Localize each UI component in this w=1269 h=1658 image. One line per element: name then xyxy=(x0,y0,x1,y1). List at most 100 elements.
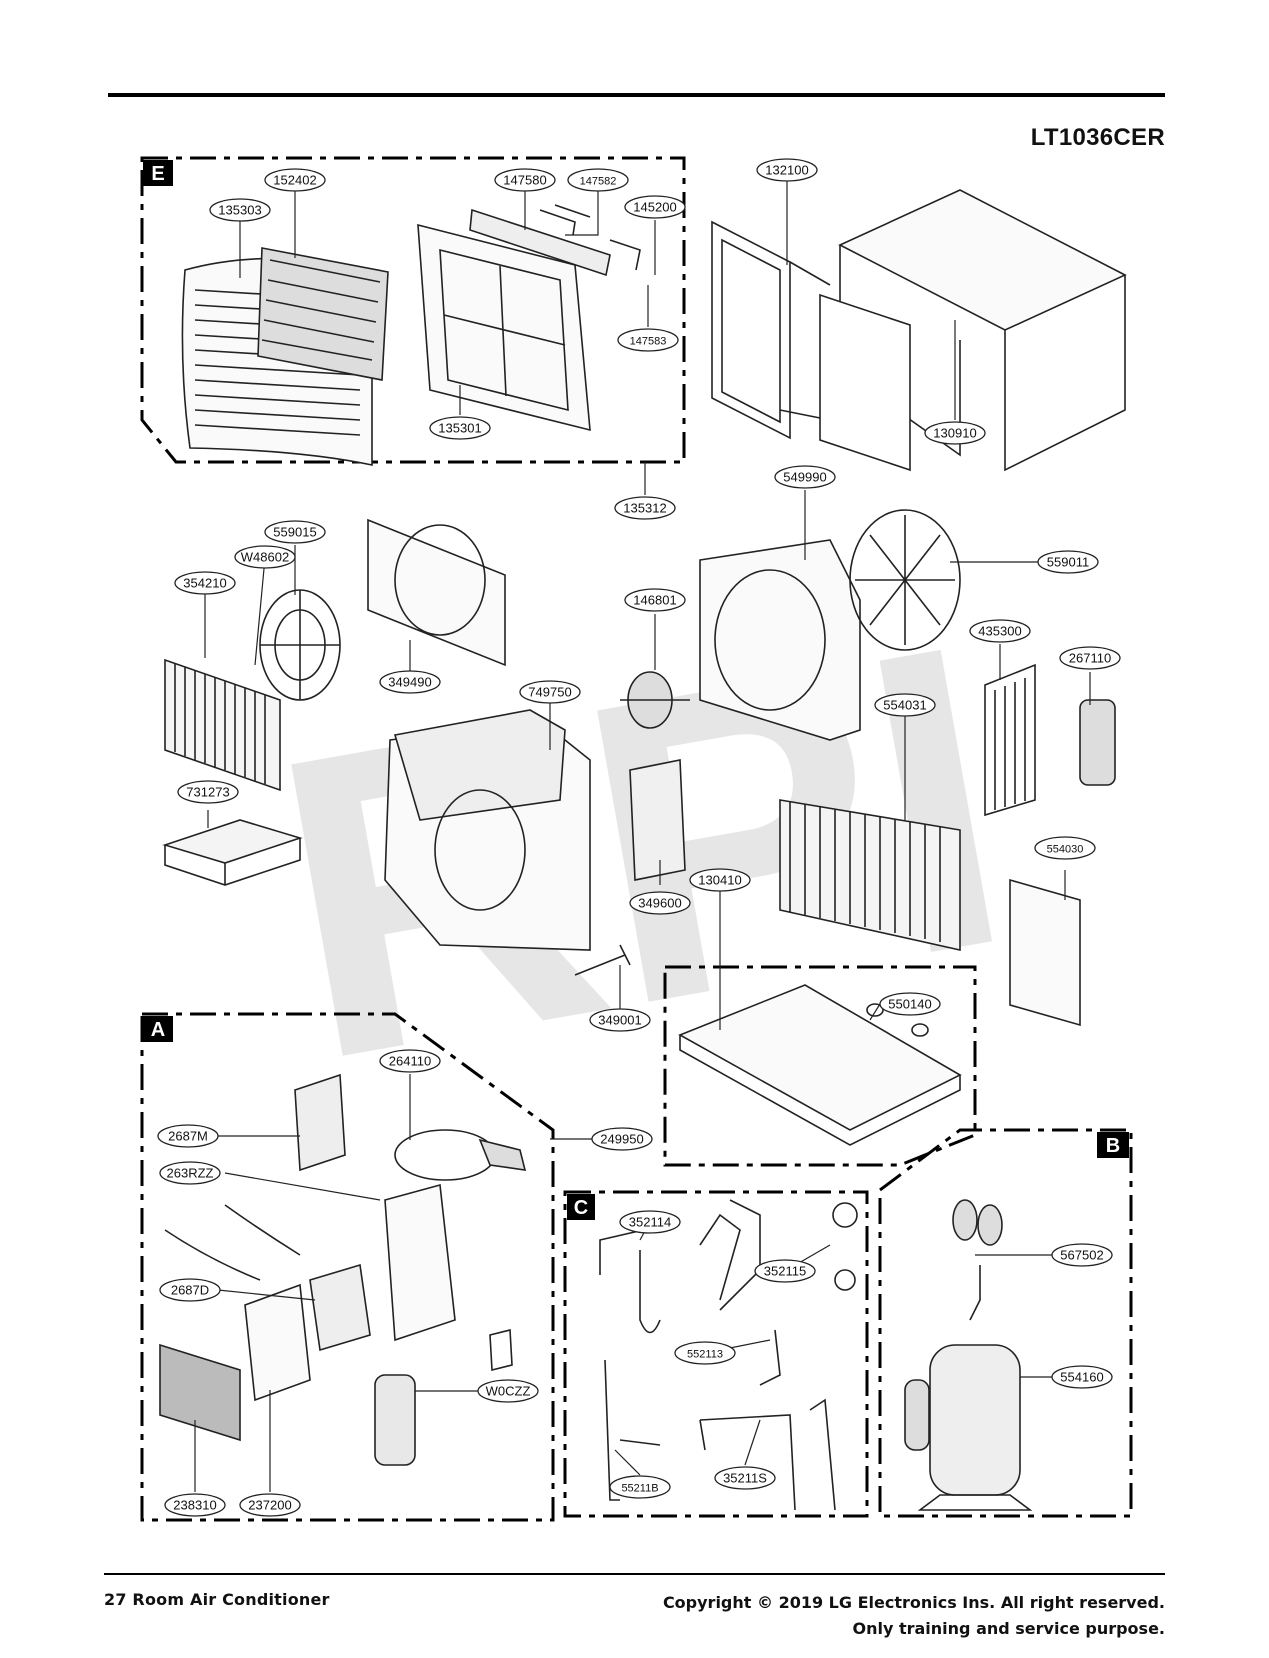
condenser-coil-drawing xyxy=(779,799,961,951)
section-c-frame xyxy=(563,1190,869,1518)
part-label-731273: 731273 xyxy=(177,780,239,804)
part-label-349001: 349001 xyxy=(589,1008,651,1032)
part-number: 352115 xyxy=(764,1264,806,1279)
part-number: 135303 xyxy=(218,203,261,218)
part-label-oval xyxy=(1051,1243,1113,1267)
tubing-set-drawing xyxy=(599,1199,858,1511)
part-number: 267110 xyxy=(1069,651,1111,666)
part-number: 55211B xyxy=(621,1483,658,1495)
base-pan-drawing xyxy=(678,984,962,1146)
part-label-oval xyxy=(617,328,679,352)
part-label-35211s: 35211S xyxy=(714,1466,776,1490)
part-number: 264110 xyxy=(389,1054,431,1069)
blower-wheel-drawing xyxy=(259,589,341,701)
part-label-249950: 249950 xyxy=(591,1127,653,1151)
part-label-oval xyxy=(379,1049,441,1073)
part-label-oval xyxy=(589,1008,651,1032)
part-label-oval xyxy=(159,1278,221,1302)
part-number: 146801 xyxy=(633,593,676,608)
part-label-w48602: W48602 xyxy=(234,545,296,569)
part-label-147580: 147580 xyxy=(494,168,556,192)
part-label-2687m: 2687M xyxy=(157,1124,219,1148)
part-number: 237200 xyxy=(248,1498,291,1513)
part-label-oval xyxy=(756,158,818,182)
part-label-oval xyxy=(567,168,629,192)
part-label-oval xyxy=(1034,836,1096,860)
part-label-oval xyxy=(174,571,236,595)
part-number: W0CZZ xyxy=(486,1384,531,1399)
part-number: W48602 xyxy=(241,550,289,565)
part-number: 349490 xyxy=(388,675,431,690)
part-number: 152402 xyxy=(273,173,316,188)
part-number: 263RZZ xyxy=(167,1166,214,1181)
grille-guard-drawing xyxy=(984,663,1036,817)
part-label-135301: 135301 xyxy=(429,416,491,440)
part-label-oval xyxy=(624,588,686,612)
part-label-559015: 559015 xyxy=(264,520,326,544)
part-label-oval xyxy=(619,1210,681,1234)
part-label-749750: 749750 xyxy=(519,680,581,704)
part-label-oval xyxy=(264,520,326,544)
part-number: 145200 xyxy=(633,200,676,215)
part-label-264110: 264110 xyxy=(379,1049,441,1073)
wire-harness-drawing xyxy=(164,1204,301,1281)
part-label-237200: 237200 xyxy=(239,1493,301,1517)
part-label-oval xyxy=(157,1124,219,1148)
part-label-55211b: 55211B xyxy=(609,1475,671,1499)
part-label-oval xyxy=(239,1493,301,1517)
part-label-oval xyxy=(924,421,986,445)
section-e-badge: E xyxy=(143,160,173,186)
part-label-263rzz: 263RZZ xyxy=(159,1161,221,1185)
part-label-oval xyxy=(879,992,941,1016)
chassis-drawing xyxy=(384,709,591,951)
part-label-oval xyxy=(379,670,441,694)
thermistor-drawing xyxy=(574,944,631,976)
part-number: 554031 xyxy=(883,698,926,713)
part-number: 550140 xyxy=(888,997,931,1012)
svg-text:B: B xyxy=(1106,1135,1120,1157)
part-label-oval xyxy=(624,195,686,219)
part-label-w0czz: W0CZZ xyxy=(477,1379,539,1403)
part-number: 130910 xyxy=(933,426,976,441)
gasket-frame-drawing xyxy=(711,220,831,440)
part-label-152402: 152402 xyxy=(264,168,326,192)
part-label-oval xyxy=(1037,550,1099,574)
part-label-2687d: 2687D xyxy=(159,1278,221,1302)
part-label-oval xyxy=(209,198,271,222)
capacitor-drawing xyxy=(374,1374,416,1466)
part-label-oval xyxy=(159,1161,221,1185)
part-label-oval xyxy=(494,168,556,192)
pcb-holder-drawing xyxy=(489,1328,513,1372)
part-label-oval xyxy=(591,1127,653,1151)
display-panel-drawing xyxy=(244,1283,311,1402)
front-frame-drawing xyxy=(417,223,591,432)
side-panel-drawing xyxy=(1009,878,1081,1027)
part-label-oval xyxy=(234,545,296,569)
part-label-146801: 146801 xyxy=(624,588,686,612)
part-label-349490: 349490 xyxy=(379,670,441,694)
main-pcb-drawing xyxy=(309,1263,371,1352)
part-label-oval xyxy=(689,868,751,892)
section-b-frame xyxy=(878,1128,1133,1518)
louver-drawing xyxy=(469,204,641,277)
part-number: 559011 xyxy=(1047,555,1089,570)
part-label-oval xyxy=(519,680,581,704)
section-center-frame xyxy=(663,965,977,1167)
section-b-badge: B xyxy=(1097,1132,1129,1158)
motor-bracket-drawing xyxy=(629,759,686,881)
part-label-132100: 132100 xyxy=(756,158,818,182)
svg-text:A: A xyxy=(151,1019,165,1041)
part-label-oval xyxy=(774,465,836,489)
part-number: 132100 xyxy=(765,163,808,178)
part-label-oval xyxy=(609,1475,671,1499)
part-number: 349600 xyxy=(638,896,681,911)
part-label-oval xyxy=(1051,1365,1113,1389)
part-label-552113: 552113 xyxy=(674,1341,736,1365)
part-label-559011: 559011 xyxy=(1037,550,1099,574)
part-label-135312: 135312 xyxy=(614,496,676,520)
section-a-frame xyxy=(140,1012,555,1522)
footer-notice: Only training and service purpose. xyxy=(852,1619,1165,1638)
part-label-554031: 554031 xyxy=(874,693,936,717)
part-label-oval xyxy=(477,1379,539,1403)
